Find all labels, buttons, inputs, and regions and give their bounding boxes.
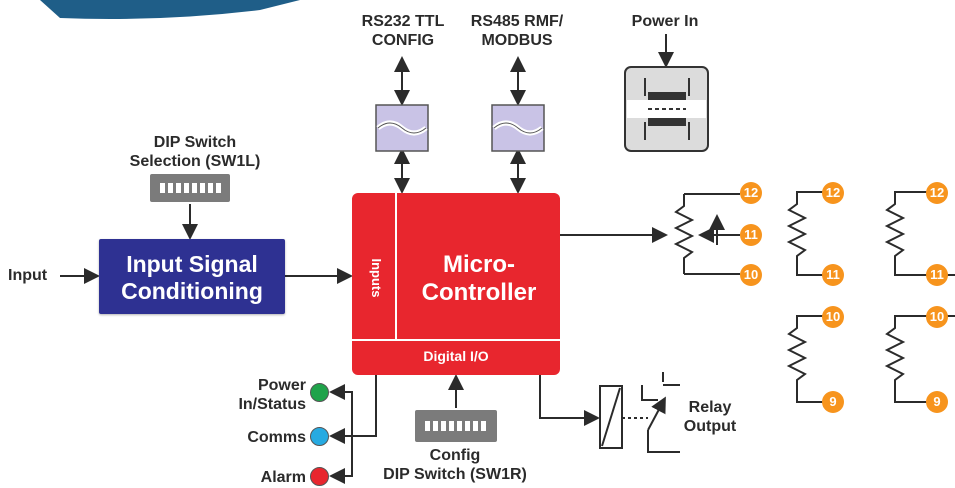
terminal-badge-r2-12: 12 — [926, 182, 948, 204]
dip-switch-sw1l-icon — [150, 174, 230, 202]
terminal-badge-r3-10: 10 — [822, 306, 844, 328]
comms-led — [310, 427, 329, 446]
rs232-isolator-icon — [375, 104, 429, 152]
mcu-to-relay-arrow — [539, 375, 600, 426]
terminal-badge-pot-11: 11 — [740, 224, 762, 246]
terminal-badge-r3-9: 9 — [822, 391, 844, 413]
dio-to-alarm-arrow — [329, 436, 353, 484]
resistor-r3-icon — [786, 315, 826, 403]
alarm-label: Alarm — [260, 469, 306, 486]
terminal-badge-pot-12: 12 — [740, 182, 762, 204]
dip-switch-sw1l-label: DIP Switch Selection (SW1L) — [129, 134, 261, 170]
power-status-led — [310, 383, 329, 402]
config-dip-switch-label: Config DIP Switch (SW1R) — [383, 447, 527, 483]
terminal-badge-r1-12: 12 — [822, 182, 844, 204]
terminal-badge-r1-11: 11 — [822, 264, 844, 286]
microcontroller-block — [352, 193, 560, 375]
rs485-modbus-label: RS485 RMF/ MODBUS — [470, 13, 564, 49]
resistor-r1-icon — [786, 191, 826, 276]
rs232-config-label: RS232 TTL CONFIG — [361, 13, 445, 49]
inputs-label: Inputs — [369, 258, 384, 298]
terminal-badge-r2-11: 11 — [926, 264, 948, 286]
power-status-label: Power In/Status — [238, 377, 306, 413]
microcontroller-label: Micro- Controller — [421, 251, 537, 306]
comms-label: Comms — [247, 429, 306, 446]
alarm-led — [310, 467, 329, 486]
terminal-badge-r4-10: 10 — [926, 306, 948, 328]
relay-output-label: Relay Output — [683, 399, 737, 435]
dio-to-comms-arrow — [329, 375, 377, 444]
device-corner-image — [40, 0, 300, 19]
rs485-isolator-icon — [491, 104, 545, 152]
input-label: Input — [8, 267, 48, 284]
power-in-label: Power In — [631, 13, 699, 30]
config-dip-switch-icon — [415, 410, 497, 442]
terminal-badge-pot-10: 10 — [740, 264, 762, 286]
terminal-badge-r4-9: 9 — [926, 391, 948, 413]
resistor-r4-icon — [884, 315, 955, 403]
digital-io-label: Digital I/O — [423, 348, 489, 364]
dio-to-power-arrow — [329, 384, 353, 436]
power-isolator-icon — [624, 66, 709, 152]
resistor-r2-icon — [884, 191, 934, 276]
input-signal-conditioning-block: Input Signal Conditioning — [99, 239, 285, 314]
potentiometer-icon — [673, 193, 740, 275]
relay-icon — [599, 372, 680, 453]
